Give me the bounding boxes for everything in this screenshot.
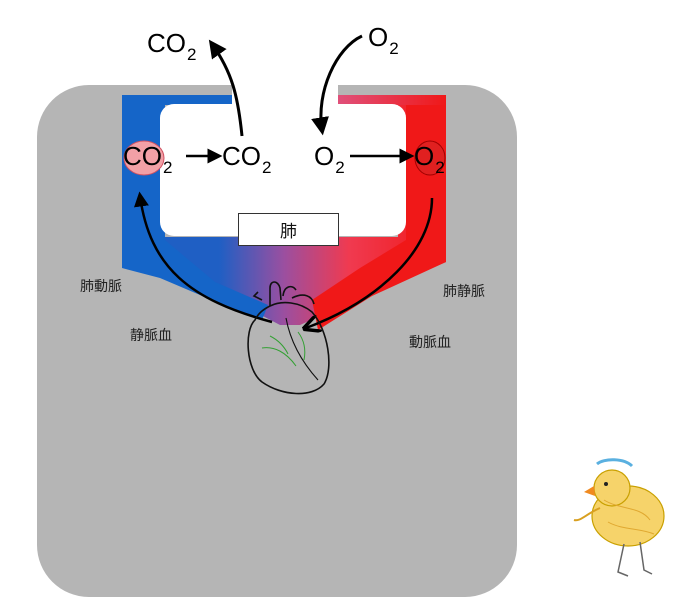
co2-exhaled-label: CO2 — [147, 28, 197, 64]
chick-icon — [573, 458, 665, 577]
blood-cell-right — [414, 140, 446, 176]
vessel-top-left — [122, 95, 232, 105]
pulmonary-artery-label: 肺動脈 — [80, 279, 122, 295]
alveolus — [160, 104, 406, 236]
pulmonary-vein-label: 肺静脈 — [443, 284, 485, 300]
lung-label: 肺 — [238, 213, 339, 246]
heart-to-lung-arrow — [134, 191, 273, 324]
o2-blood-label: O2 — [414, 141, 445, 177]
heart-sketch-icon — [247, 281, 330, 395]
venous-blood-label: 静脈血 — [130, 328, 172, 344]
o2-inhaled-label: O2 — [368, 22, 399, 58]
co2-blood-label: CO2 — [123, 141, 173, 177]
vessel-top-right — [338, 95, 446, 105]
o2-alveolus-label: O2 — [314, 141, 345, 177]
inhale-arrow — [311, 34, 363, 136]
exhale-arrow — [208, 39, 244, 137]
lung-to-heart-arrow — [306, 197, 434, 328]
arterial-blood-label: 動脈血 — [409, 335, 451, 351]
blood-cell-left — [123, 140, 165, 176]
co2-alveolus-label: CO2 — [222, 141, 272, 177]
